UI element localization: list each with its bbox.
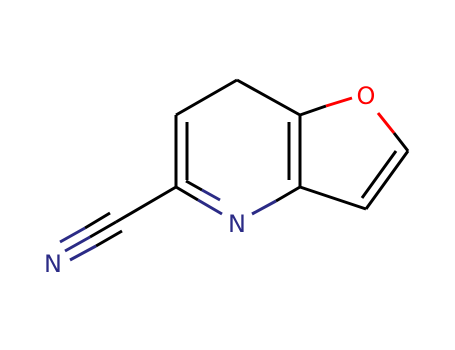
- bond-o1-c2: [376, 112, 396, 134]
- triple-bond-line-1: [89, 220, 117, 239]
- bond-n4-c5: [175, 185, 199, 202]
- bond-c7-c7a: [236, 78, 301, 117]
- bond-c7a-o1: [299, 104, 327, 117]
- bond-c2-c3-inner: [360, 150, 398, 199]
- triple-bond-line-3: [95, 229, 123, 248]
- bond-n4-c5-n-part: [197, 198, 223, 216]
- bond-c3a-n4: [275, 185, 301, 203]
- pyridine-ring: [174, 78, 302, 216]
- bond-c3a-n4-n-part: [251, 199, 277, 216]
- bond-c3-c3a: [299, 185, 367, 211]
- triple-bond-line-2: [84, 211, 111, 230]
- bond-n4-c5-inner-n: [201, 188, 221, 202]
- bond-o1-c2-c-part: [392, 132, 410, 152]
- bond-c6-c7: [175, 78, 238, 117]
- furan-ring: [299, 96, 410, 211]
- triple-bond-line-1-n: [64, 235, 91, 253]
- bond-c5-cn: [115, 185, 177, 224]
- bond-c2-c3: [364, 150, 410, 210]
- oxygen-atom-label: O: [357, 82, 376, 110]
- triple-bond-line-2-n: [59, 226, 86, 244]
- triple-bond-line-3-n: [69, 244, 97, 262]
- bond-n4-c5-inner: [185, 179, 203, 192]
- nitrile-group: [59, 185, 177, 262]
- bond-c7a-o1-o-part: [325, 96, 353, 108]
- ring-nitrogen-atom-label: N: [228, 210, 246, 238]
- nitrile-nitrogen-atom-label: N: [44, 250, 62, 278]
